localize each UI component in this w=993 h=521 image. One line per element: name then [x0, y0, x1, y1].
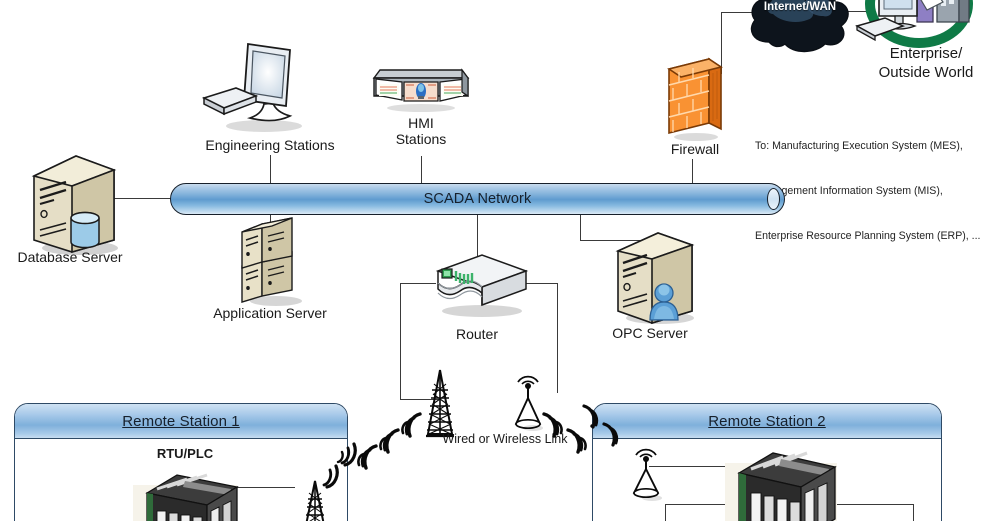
hmi-stations-label: HMI Stations — [395, 115, 447, 147]
note-line-3: Enterprise Resource Planning System (ERP… — [755, 230, 981, 243]
rs2-rtu-plc-icon — [725, 445, 843, 521]
note-line-1: To: Manufacturing Execution System (MES)… — [755, 140, 963, 153]
rs2-plc-left-vline — [665, 504, 666, 521]
link-opc-to-bus-vertical — [580, 214, 581, 240]
link-router-right-horizontal — [519, 283, 558, 284]
internet-wan-label: Internet/WAN — [763, 1, 837, 13]
rs1-radio-tower-icon — [297, 479, 333, 521]
opc-server-icon — [612, 225, 698, 325]
link-router-right-vertical — [557, 283, 558, 393]
link-engineering-to-bus — [270, 155, 271, 184]
link-firewall-to-cloud — [721, 12, 722, 74]
router-label: Router — [455, 326, 499, 342]
link-router-to-bus — [477, 214, 478, 278]
link-database-to-bus — [107, 198, 171, 199]
internet-wan-cloud-icon — [745, 0, 855, 58]
application-server-icon — [238, 217, 310, 306]
firewall-icon — [665, 55, 727, 143]
rs2-plc-right-line — [805, 504, 913, 505]
wifi-antenna-center-icon — [505, 366, 551, 431]
link-router-left-horizontal — [400, 283, 436, 284]
rs2-plc-right-vline — [913, 504, 914, 521]
enterprise-outside-world-label: Enterprise/ Outside World — [878, 45, 974, 82]
rs2-wifi-antenna-icon — [623, 441, 669, 503]
remote-station-2-header: Remote Station 2 — [593, 404, 941, 439]
application-server-label: Application Server — [213, 305, 327, 321]
remote-station-1-header: Remote Station 1 — [15, 404, 347, 439]
link-opc-to-bus-horizontal — [580, 240, 647, 241]
rs1-plc-to-tower-line — [185, 487, 295, 488]
link-cloud-to-enterprise — [848, 11, 878, 12]
hmi-stations-icon — [372, 62, 470, 112]
note-line-2: Management Information System (MIS), — [755, 185, 943, 198]
link-router-tower-horizontal — [400, 399, 439, 400]
scada-network-bus: SCADA Network — [170, 183, 785, 215]
database-server-label: Database Server — [17, 249, 123, 265]
rf-waves-station1-edge-icon — [318, 440, 362, 500]
remote-station-1-panel: Remote Station 1 RTU/PLC — [14, 403, 348, 521]
remote-station-1-body: RTU/PLC — [15, 439, 347, 521]
rf-waves-station2-edge-icon — [578, 402, 624, 464]
rf-waves-left-icon — [352, 408, 432, 478]
remote-station-2-panel: Remote Station 2 — [592, 403, 942, 521]
link-hmi-to-bus — [421, 156, 422, 184]
remote-station-2-body — [593, 439, 941, 521]
router-icon — [424, 253, 532, 319]
scada-network-label: SCADA Network — [423, 191, 532, 207]
opc-server-label: OPC Server — [612, 325, 688, 341]
link-router-left-vertical — [400, 283, 401, 399]
remote-station-1-title: Remote Station 1 — [122, 412, 240, 430]
rs2-plc-left-line — [665, 504, 743, 505]
wired-or-wireless-link-label: Wired or Wireless Link — [442, 432, 568, 446]
engineering-station-icon — [201, 38, 320, 136]
rs1-rtu-plc-icon — [133, 467, 243, 521]
radio-tower-center-icon — [420, 368, 460, 440]
link-firewall-to-bus — [692, 159, 693, 184]
engineering-stations-label: Engineering Stations — [205, 137, 335, 153]
link-firewall-cloud-horizontal — [721, 12, 759, 13]
enterprise-outside-world-icon — [855, 0, 977, 56]
database-server-icon — [28, 148, 120, 256]
remote-station-2-title: Remote Station 2 — [708, 412, 826, 430]
firewall-label: Firewall — [670, 141, 720, 157]
enterprise-systems-note: To: Manufacturing Execution System (MES)… — [755, 109, 993, 274]
scada-network-bus-end-cap — [767, 188, 780, 210]
rs2-antenna-to-plc-line — [649, 466, 759, 467]
remote-station-1-rtu-plc-label: RTU/PLC — [156, 446, 214, 461]
